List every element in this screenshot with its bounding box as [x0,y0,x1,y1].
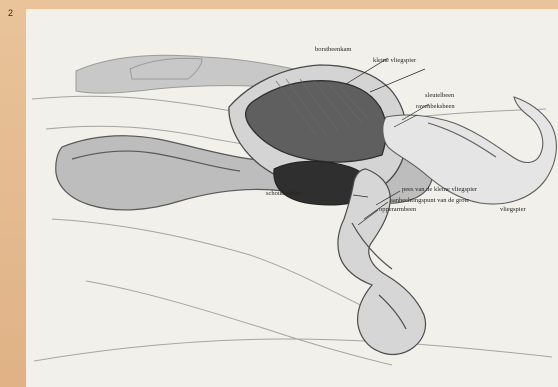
label-aanhechtingspunt: aanhechtingspunt van de grote [390,198,469,205]
label-opperarmbeen: opperarmbeen [379,207,416,214]
plate-number: 2 [8,8,13,18]
label-pees-kleine-vliegspier: pees van de kleine vliegspier [402,187,477,194]
label-sleutelbeen: sleutelbeen [425,93,454,100]
label-vliegspier: vliegspier [500,207,526,214]
bird-dissection-illustration [26,9,558,387]
label-borstbeenkam: borstbeenkam [315,47,351,54]
label-schouderblad: schouderblad [266,191,301,198]
label-kleine-vliegspier: kleine vliegspier [373,58,416,65]
label-ravenbeksbeen: ravenbeksbeen [416,104,455,111]
anatomy-plate: borstbeenkam kleine vliegspier sleutelbe… [26,9,558,387]
